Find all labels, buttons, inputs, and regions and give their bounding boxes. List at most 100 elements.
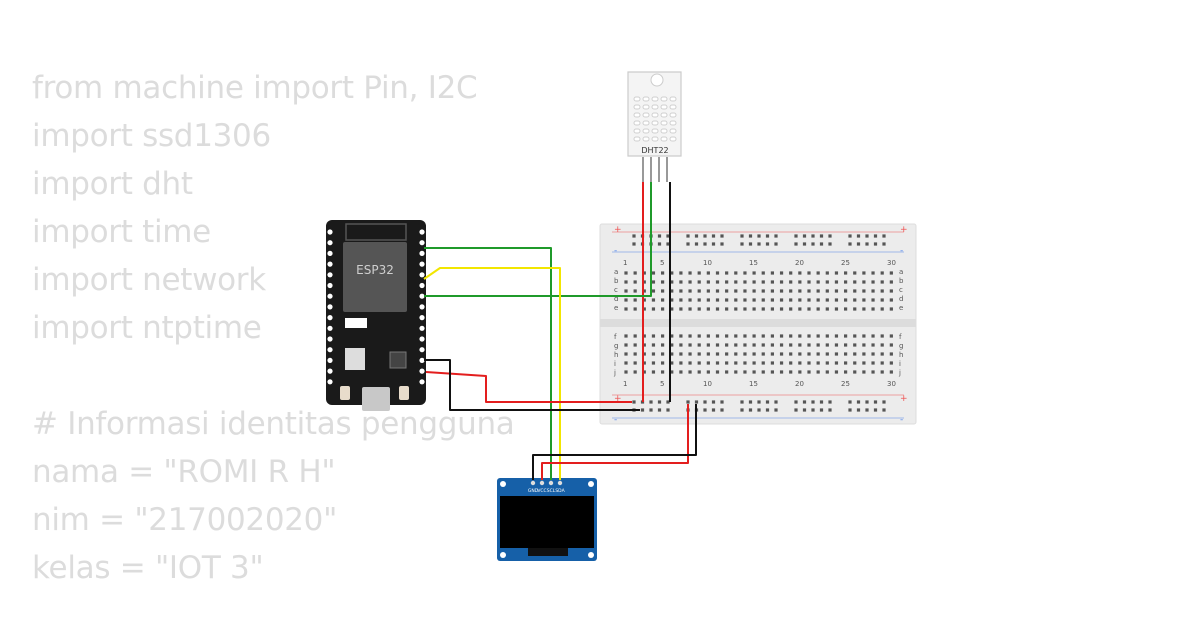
breadboard-hole [761,352,765,356]
oled-pin [530,480,536,486]
breadboard-hole [871,289,875,293]
rail-minus-label: - [614,415,617,425]
breadboard-hole [688,307,692,311]
breadboard-hole [743,307,747,311]
breadboard-hole [642,343,646,347]
breadboard-hole [748,400,753,404]
breadboard[interactable]: + + - - + + - - 1 5 10 15 20 25 30 1 5 1… [599,223,917,425]
breadboard-hole [743,298,747,302]
mounting-hole [500,481,506,487]
breadboard-hole [834,289,839,293]
breadboard-hole [757,400,761,404]
breadboard-hole [865,400,869,404]
breadboard-hole [642,352,646,356]
breadboard-hole [880,271,884,275]
wire-oled-sda-yellow[interactable] [423,267,561,480]
breadboard-hole [642,370,646,374]
esp32-pin [419,347,425,353]
breadboard-hole [761,289,765,293]
breadboard-hole [811,408,815,412]
breadboard-hole [679,271,683,275]
breadboard-hole [798,343,802,347]
wire-dht-data-green[interactable] [424,182,652,297]
wire-oled-gnd-black[interactable] [532,404,697,480]
breadboard-hole [642,280,646,284]
breadboard-hole [666,408,670,412]
breadboard-hole [882,242,886,246]
esp32-pin [419,368,425,374]
breadboard-hole [871,298,875,302]
column-number: 30 [887,380,896,388]
breadboard-hole [834,271,839,275]
breadboard-hole [725,361,729,365]
breadboard-hole [761,271,765,275]
breadboard-hole [715,289,720,293]
grille-slot [642,112,650,118]
breadboard-hole [740,400,744,404]
esp32-pin [327,315,333,321]
breadboard-hole [779,352,784,356]
wire-esp32-3v3-red[interactable] [425,371,632,403]
breadboard-hole [873,234,878,238]
breadboard-hole [734,307,738,311]
breadboard-hole [688,298,692,302]
esp32-pin [419,304,425,310]
breadboard-hole [624,307,628,311]
breadboard-hole [853,370,857,374]
breadboard-hole [844,280,848,284]
breadboard-hole [856,408,861,412]
breadboard-hole [624,271,628,275]
breadboard-hole [770,370,774,374]
sensor-grille [633,96,677,142]
wire-oled-vcc-red[interactable] [541,404,689,480]
breadboard-hole [697,370,701,374]
rail-plus-label: + [614,225,622,235]
grille-slot [642,96,650,102]
breadboard-hole [789,361,793,365]
breadboard-hole [661,352,665,356]
breadboard-hole [734,343,738,347]
oled-display[interactable]: GND VCC SCL SDA [497,478,597,561]
breadboard-hole [720,234,724,238]
breadboard-hole [779,307,784,311]
esp32-pin [419,229,425,235]
breadboard-hole [844,307,848,311]
code-line: import ssd1306 [32,118,271,154]
esp32-board[interactable]: ESP32 [326,220,426,411]
breadboard-hole [661,289,665,293]
rail-plus-label: + [900,394,908,404]
breadboard-hole [706,271,710,275]
breadboard-hole [715,352,720,356]
dht22-sensor[interactable]: DHT22 [627,71,682,182]
breadboard-hole [661,307,665,311]
breadboard-hole [670,370,674,374]
oled-pin-label: SCL [547,488,556,494]
reset-button[interactable] [399,386,409,400]
breadboard-hole [819,400,824,404]
breadboard-hole [798,307,802,311]
breadboard-hole [825,370,829,374]
wire-oled-scl-green[interactable] [424,247,552,480]
breadboard-hole [834,361,839,365]
grille-slot [651,120,659,126]
column-number: 5 [660,259,664,267]
row-letter: c [899,286,903,294]
breadboard-hole [725,289,729,293]
breadboard-hole [624,280,628,284]
oled-pin [539,480,545,486]
esp32-pin [419,379,425,385]
breadboard-hole [853,343,857,347]
breadboard-hole [715,334,720,338]
mounting-hole [650,73,664,87]
breadboard-hole [697,352,701,356]
boot-button[interactable] [340,386,350,400]
breadboard-hole [688,271,692,275]
breadboard-hole [774,400,778,404]
code-line: # Informasi identitas pengguna [32,406,515,442]
wire-esp32-gnd-black[interactable] [424,359,640,411]
breadboard-hole [828,408,832,412]
esp32-pin [327,282,333,289]
breadboard-hole [807,334,811,338]
breadboard-hole [798,352,802,356]
code-line: nama = "ROMI R H" [32,454,336,490]
